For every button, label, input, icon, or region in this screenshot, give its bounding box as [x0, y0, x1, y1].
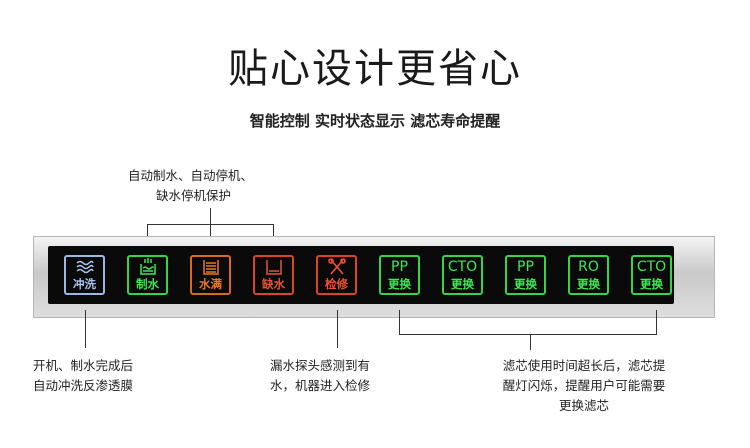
- make-water-button[interactable]: 制水: [127, 255, 168, 295]
- auto-control-note: 自动制水、自动停机、 缺水停机保护: [128, 166, 253, 206]
- ro-filter-replace-button[interactable]: RO 更换: [568, 255, 609, 295]
- tank-full-icon: [192, 257, 229, 277]
- connector-line: [399, 310, 400, 334]
- connector-line: [399, 334, 657, 335]
- note-line: 漏水探头感测到有: [270, 358, 371, 373]
- note-line: 醒灯闪烁，提醒用户可能需要更换滤芯: [502, 378, 666, 413]
- flush-note: 开机、制水完成后 自动冲洗反渗透膜: [33, 356, 133, 396]
- tank-full-label: 水满: [199, 277, 222, 291]
- maintenance-button[interactable]: 检修: [316, 255, 357, 295]
- filter-type-label: PP: [391, 259, 408, 275]
- tank-full-button[interactable]: 水满: [190, 255, 231, 295]
- replace-label: 更换: [577, 277, 600, 291]
- tank-empty-icon: [255, 257, 292, 277]
- connector-line: [337, 310, 338, 348]
- connector-line: [147, 224, 148, 246]
- connector-line: [85, 310, 86, 348]
- filter-type-label: RO: [578, 259, 599, 275]
- replace-label: 更换: [388, 277, 411, 291]
- replace-label: 更换: [640, 277, 663, 291]
- control-panel: 冲洗 制水 水满 缺水 检修 PP 更换: [48, 246, 674, 304]
- connector-line: [273, 224, 274, 246]
- waves-icon: [66, 257, 103, 277]
- note-line: 缺水停机保护: [156, 188, 232, 203]
- connector-line: [210, 208, 211, 224]
- replace-label: 更换: [451, 277, 474, 291]
- note-line: 滤芯使用时间超长后，滤芯提: [502, 358, 666, 373]
- connector-line: [530, 334, 531, 350]
- water-shortage-button[interactable]: 缺水: [253, 255, 294, 295]
- connector-line: [210, 224, 211, 246]
- water-making-icon: [129, 257, 166, 277]
- filter-reminder-note: 滤芯使用时间超长后，滤芯提 醒灯闪烁，提醒用户可能需要更换滤芯: [501, 356, 667, 416]
- note-line: 水，机器进入检修: [270, 378, 371, 393]
- water-shortage-label: 缺水: [262, 277, 285, 291]
- flush-button[interactable]: 冲洗: [64, 255, 105, 295]
- pp-filter-replace-button[interactable]: PP 更换: [379, 255, 420, 295]
- flush-label: 冲洗: [73, 277, 96, 291]
- cto-filter-replace-button[interactable]: CTO 更换: [442, 255, 483, 295]
- make-water-label: 制水: [136, 277, 159, 291]
- tools-icon: [318, 257, 355, 277]
- page-title: 贴心设计更省心: [228, 46, 522, 92]
- filter-type-label: CTO: [636, 259, 667, 275]
- note-line: 自动制水、自动停机、: [128, 168, 254, 183]
- cto-filter-2-replace-button[interactable]: CTO 更换: [631, 255, 672, 295]
- filter-type-label: PP: [517, 259, 534, 275]
- connector-line: [656, 310, 657, 334]
- note-line: 开机、制水完成后: [33, 358, 134, 373]
- pp-filter-2-replace-button[interactable]: PP 更换: [505, 255, 546, 295]
- note-line: 自动冲洗反渗透膜: [33, 378, 134, 393]
- replace-label: 更换: [514, 277, 537, 291]
- page-subtitle: 智能控制 实时状态显示 滤芯寿命提醒: [249, 112, 501, 130]
- maintenance-label: 检修: [325, 277, 348, 291]
- maintenance-note: 漏水探头感测到有 水，机器进入检修: [270, 356, 370, 396]
- filter-type-label: CTO: [447, 259, 478, 275]
